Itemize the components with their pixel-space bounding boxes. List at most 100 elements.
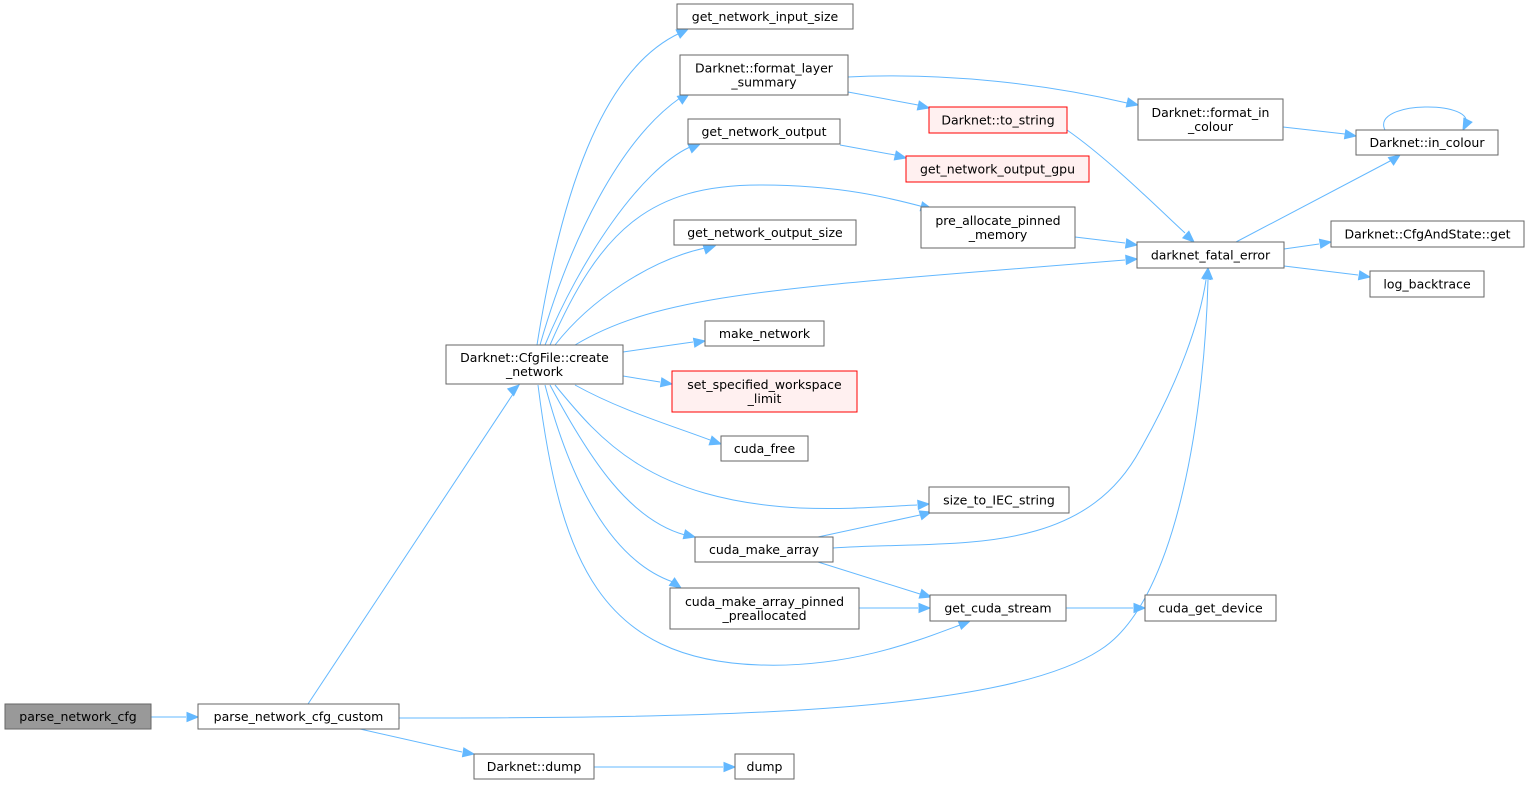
- node-darknet-fatal-error[interactable]: darknet_fatal_error: [1136, 241, 1285, 269]
- edge-line: [536, 32, 681, 346]
- edge-line: [307, 393, 514, 705]
- edge-line: [847, 91, 919, 106]
- node-label: set_specified_workspace: [687, 377, 842, 392]
- node-parse-network-cfg-custom[interactable]: parse_network_cfg_custom: [197, 703, 400, 730]
- node-box[interactable]: [905, 155, 1090, 183]
- edge-line: [554, 384, 918, 510]
- edge-line: [1283, 243, 1320, 250]
- node-box[interactable]: [720, 435, 809, 462]
- node-cuda-make-array-pinned-preallocated[interactable]: cuda_make_array_pinned_preallocated: [669, 587, 860, 630]
- node-box[interactable]: [734, 753, 795, 780]
- node-box[interactable]: [673, 219, 857, 246]
- node-box[interactable]: [1330, 220, 1525, 248]
- edge-line: [622, 375, 661, 383]
- edge-get_network_output-to-get_network_output_gpu: [839, 144, 908, 161]
- node-box[interactable]: [1355, 129, 1499, 156]
- node-format-layer-summary[interactable]: Darknet::format_layer_summary: [679, 54, 849, 96]
- edge-create_network-to-size_to_IEC_string: [554, 384, 931, 511]
- node-set-specified-workspace-limit[interactable]: set_specified_workspace_limit: [671, 370, 858, 413]
- edge-arrowhead: [1125, 97, 1140, 108]
- node-darknet-dump[interactable]: Darknet::dump: [473, 753, 595, 780]
- node-format-in-colour[interactable]: Darknet::format_in_colour: [1137, 98, 1284, 141]
- node-get-network-output-gpu[interactable]: get_network_output_gpu: [905, 155, 1090, 183]
- node-box[interactable]: [704, 320, 825, 347]
- node-create-network[interactable]: Darknet::CfgFile::create_network: [445, 344, 624, 385]
- edge-create_network-to-set_specified_workspace_limit: [622, 375, 674, 388]
- node-parse-network-cfg[interactable]: parse_network_cfg: [4, 703, 152, 730]
- edge-arrowhead: [708, 435, 723, 446]
- node-label: Darknet::CfgAndState::get: [1344, 227, 1510, 242]
- node-label: _memory: [968, 227, 1028, 242]
- node-box[interactable]: [929, 594, 1067, 622]
- node-box[interactable]: [920, 206, 1076, 249]
- edge-format_in_colour-to-in_colour: [1282, 126, 1358, 140]
- node-label: get_cuda_stream: [944, 601, 1051, 616]
- nodes-layer: parse_network_cfg parse_network_cfg_custo…: [4, 3, 1525, 780]
- node-get-network-output[interactable]: get_network_output: [687, 118, 841, 145]
- edge-line: [549, 384, 686, 536]
- edge-arrowhead: [917, 499, 931, 511]
- node-box[interactable]: [1144, 594, 1277, 622]
- edge-pre_allocate_pinned_memory-to-darknet_fatal_error: [1074, 236, 1139, 249]
- node-label: cuda_make_array_pinned: [685, 594, 844, 609]
- node-box[interactable]: [445, 344, 624, 385]
- edge-arrowhead: [687, 143, 702, 154]
- node-box[interactable]: [197, 703, 400, 730]
- edge-in_colour-to-in_colour: [1383, 106, 1473, 132]
- node-cuda-free[interactable]: cuda_free: [720, 435, 809, 462]
- node-log-backtrace[interactable]: log_backtrace: [1369, 270, 1485, 298]
- node-cfgandstate-get[interactable]: Darknet::CfgAndState::get: [1330, 220, 1525, 248]
- node-label: cuda_make_array: [709, 542, 820, 557]
- node-box[interactable]: [928, 106, 1068, 134]
- edge-get_cuda_stream-to-cuda_get_device: [1066, 602, 1147, 614]
- node-label: cuda_free: [734, 441, 796, 456]
- node-make-network[interactable]: make_network: [704, 320, 825, 347]
- node-dump[interactable]: dump: [734, 753, 795, 780]
- node-cuda-get-device[interactable]: cuda_get_device: [1144, 594, 1277, 622]
- node-cuda-make-array[interactable]: cuda_make_array: [694, 536, 834, 563]
- edge-cuda_make_array-to-get_cuda_stream: [817, 561, 933, 599]
- node-box[interactable]: [676, 3, 854, 30]
- node-in-colour[interactable]: Darknet::in_colour: [1355, 129, 1499, 156]
- node-box[interactable]: [679, 54, 849, 96]
- node-get-network-output-size[interactable]: get_network_output_size: [673, 219, 857, 246]
- node-box[interactable]: [1369, 270, 1485, 298]
- node-box[interactable]: [694, 536, 834, 563]
- edge-line: [1066, 129, 1186, 234]
- edge-parse_network_cfg-to-parse_network_cfg_custom: [150, 711, 200, 723]
- node-get-network-input-size[interactable]: get_network_input_size: [676, 3, 854, 30]
- edge-arrowhead: [1462, 117, 1473, 132]
- node-box[interactable]: [928, 486, 1070, 514]
- node-get-cuda-stream[interactable]: get_cuda_stream: [929, 594, 1067, 622]
- node-box[interactable]: [687, 118, 841, 145]
- edge-line: [847, 75, 1128, 104]
- edge-line: [359, 728, 463, 753]
- node-box[interactable]: [1136, 241, 1285, 269]
- node-box[interactable]: [671, 370, 858, 413]
- edge-arrowhead: [893, 150, 908, 161]
- edge-cuda_make_array-to-size_to_IEC_string: [817, 510, 933, 538]
- edge-line: [1074, 236, 1126, 244]
- node-label: Darknet::to_string: [941, 113, 1054, 128]
- edge-arrowhead: [1318, 238, 1333, 249]
- edge-line: [574, 384, 711, 441]
- node-label: dump: [747, 759, 783, 774]
- node-label: get_network_output: [701, 124, 826, 139]
- edge-arrowhead: [702, 244, 717, 255]
- node-box[interactable]: [473, 753, 595, 780]
- edge-line: [817, 561, 921, 595]
- node-label: _limit: [747, 391, 782, 406]
- node-label: get_network_output_gpu: [920, 162, 1075, 177]
- edge-create_network-to-get_network_input_size: [536, 28, 690, 346]
- node-size-to-IEC-string[interactable]: size_to_IEC_string: [928, 486, 1070, 514]
- edge-to_string-to-darknet_fatal_error: [1066, 129, 1195, 243]
- node-pre-allocate-pinned-memory[interactable]: pre_allocate_pinned_memory: [920, 206, 1076, 249]
- edge-arrowhead: [1181, 230, 1195, 243]
- edge-arrowhead: [461, 747, 476, 758]
- node-box[interactable]: [669, 587, 860, 630]
- node-box[interactable]: [4, 703, 152, 730]
- edge-arrowhead: [918, 510, 933, 521]
- node-to-string[interactable]: Darknet::to_string: [928, 106, 1068, 134]
- node-box[interactable]: [1137, 98, 1284, 141]
